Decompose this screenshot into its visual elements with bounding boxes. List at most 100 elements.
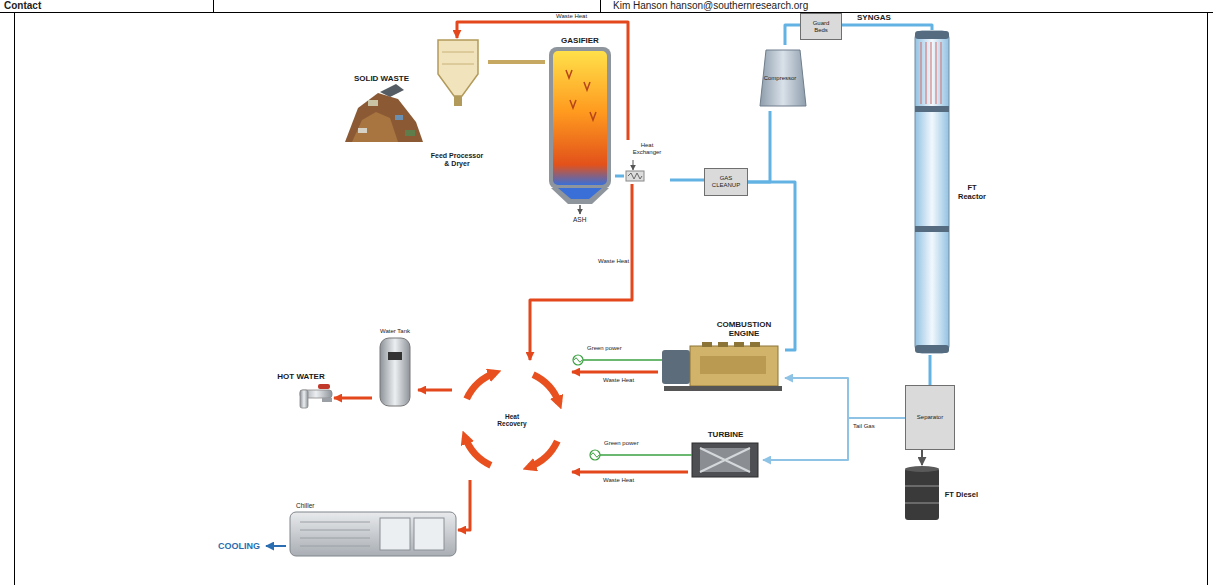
waste-pile: [352, 112, 398, 142]
edge-label: Waste Heat: [602, 377, 635, 384]
chiller: [290, 512, 456, 556]
process-unit: Heat Exchanger: [624, 140, 670, 184]
node-label: FT Diesel: [945, 491, 978, 500]
water-tank: [380, 338, 410, 406]
hopper: [442, 52, 474, 53]
ash-arrow: [579, 205, 581, 214]
waste-pile: [345, 93, 423, 142]
generator-symbol: [600, 454, 692, 456]
heat-exchanger-icon: [626, 160, 644, 181]
node-label: Chiller: [296, 502, 314, 509]
engine: [750, 342, 760, 347]
compressor-unit: Compressor: [752, 45, 808, 111]
node-label: FT Reactor: [954, 184, 990, 201]
diesel-barrel: [905, 502, 939, 504]
compressor: [760, 50, 806, 106]
water-tank: [388, 352, 402, 360]
flow-connector: [921, 450, 923, 465]
engine: [690, 346, 778, 386]
node-label: GASIFIER: [561, 36, 599, 45]
faucet: [318, 384, 330, 389]
engine: [718, 342, 728, 347]
generator-symbol: [591, 453, 599, 457]
heat-exchanger-icon: [626, 171, 644, 181]
generator-symbol: [573, 355, 583, 365]
flow-connector: [458, 480, 470, 530]
recovery-arrow: [467, 373, 495, 399]
flow-connector: [929, 355, 932, 385]
node-label: HOT WATER: [277, 372, 324, 381]
flow-connector: [334, 397, 372, 400]
hopper: [454, 96, 462, 106]
ft-reactor-column: [915, 31, 949, 353]
engine: [734, 342, 744, 347]
flow-connector: [572, 471, 688, 474]
diesel-barrel: [905, 468, 939, 520]
edge-label: Waste Heat: [597, 258, 630, 265]
tank-unit: Water Tank: [372, 326, 418, 408]
flow-connector: [418, 389, 452, 392]
ft-reactor-column: [915, 345, 949, 353]
gasifier-vessel: [549, 47, 611, 204]
generator-symbol: [574, 358, 582, 362]
chiller: [290, 512, 456, 556]
hopper: [438, 40, 478, 96]
flow-connector: [615, 175, 624, 178]
node-label: TURBINE: [708, 430, 744, 439]
process-unit: Feed Processor & Dryer: [426, 38, 488, 170]
flow-connector: [763, 418, 905, 460]
flow-label: Tail Gas: [852, 423, 876, 430]
node-label: Water Tank: [380, 328, 410, 335]
turbine: [692, 443, 758, 477]
power-label: Green power: [603, 440, 640, 447]
recovery-arrow: [533, 375, 559, 403]
node-label: COMBUSTION ENGINE: [713, 320, 775, 338]
diesel-barrel: [905, 466, 939, 472]
diesel-barrel: [905, 466, 939, 520]
engine: [700, 356, 766, 374]
output-label: COOLING: [212, 538, 266, 555]
power-label: Green power: [586, 345, 623, 352]
node-label: Guard Beds: [807, 20, 835, 34]
waste-pile: [395, 115, 403, 120]
diesel-barrel: [905, 485, 939, 487]
heat-recovery-circle: Heat Recovery: [452, 360, 572, 480]
flow-connector: [572, 371, 658, 374]
recovery-arrow: [465, 437, 491, 465]
edge-label: SYNGAS: [856, 13, 892, 22]
water-tank: [380, 338, 410, 406]
waste-pile: [368, 100, 378, 106]
node-label: Feed Processor & Dryer: [429, 152, 485, 168]
turbine: [700, 448, 750, 472]
page-frame: [0, 12, 1213, 13]
turbine-unit: TURBINE: [688, 428, 763, 480]
page-frame: [1207, 12, 1208, 585]
faucet: [300, 384, 332, 408]
node-label: Separator: [917, 414, 943, 421]
heat-exchanger-icon: [633, 160, 634, 170]
engine: [702, 342, 712, 347]
gasifier-vessel: [553, 51, 607, 185]
node-label: GAS CLEANUP: [708, 175, 744, 189]
faucet: [300, 390, 308, 408]
hopper: [442, 64, 474, 65]
page-frame: [600, 0, 601, 12]
faucet: [322, 398, 332, 402]
generator-symbol: [590, 450, 692, 460]
waste-pile: [380, 84, 404, 97]
hopper: [438, 40, 478, 106]
process-box: GAS CLEANUP: [704, 168, 748, 196]
flow-connector: [748, 111, 770, 182]
output-unit: HOT WATER: [268, 370, 334, 422]
node-label: COOLING: [218, 541, 260, 551]
gasifier-vessel: [551, 188, 609, 204]
ft-reactor-column: [915, 31, 949, 353]
node-label: Heat Recovery: [492, 413, 532, 428]
generator-symbol: [590, 450, 600, 460]
gasifier-vessel: [566, 70, 596, 120]
ft-reactor-column: [915, 106, 949, 112]
